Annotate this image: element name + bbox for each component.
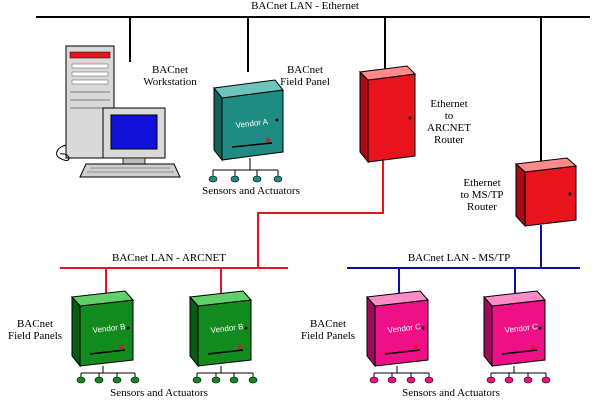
workstation-icon [56,45,181,178]
field-panels-mstp-label-line1: BACnet [309,318,347,330]
field-panels-arcnet-label: BACnet Field Panels [2,318,68,342]
field-panel-top-label-line1: BACnet [286,64,324,76]
field-panels-arcnet-label-line1: BACnet [16,318,54,330]
router-arcnet-label-line4: Router [434,134,464,146]
router-mstp-label-line1: Ethernet [463,177,501,189]
router-arcnet-icon [358,65,417,164]
vendor-a-label: Vendor A [235,117,269,130]
router-mstp-label: Ethernet to MS/TP Router [452,177,512,213]
field-panels-mstp-label-line2: Field Panels [300,330,356,342]
ethernet-lan-label: BACnet LAN - Ethernet [251,0,359,12]
workstation-label-line1: BACnet [151,64,189,76]
vendor-c-label-2: Vendor C [504,322,538,335]
router-mstp-label-line2: to MS/TP [460,189,504,201]
workstation-label: BACnet Workstation [135,64,205,88]
router-mstp-icon [514,157,578,228]
router-arcnet-label-line3: ARCNET [427,122,471,134]
router-mstp-label-line3: Router [467,201,497,213]
router-arcnet-label-line2: to [444,110,454,122]
sensors-arcnet [76,366,258,384]
field-panel-top-label-line2: Field Panel [280,76,330,88]
field-panel-top-icon [213,79,284,162]
mstp-lan-label: BACnet LAN - MS/TP [407,252,511,264]
arcnet-lan-label: BACnet LAN - ARCNET [112,252,226,264]
field-panel-mstp-1-icon [365,290,430,368]
field-panel-arcnet-1-icon [70,290,135,368]
vendor-c-label-1: Vendor C [387,322,421,335]
router-arcnet-label-line1: Ethernet [430,98,468,110]
vendor-b-label-1: Vendor B [92,322,126,335]
field-panel-arcnet-2-icon [188,290,253,368]
arcnet-lan [60,160,384,295]
sensors-top-label: Sensors and Actuators [202,185,300,197]
ethernet-lan [36,16,590,165]
workstation-label-line2: Workstation [143,76,197,88]
vendor-b-label-2: Vendor B [210,322,244,335]
field-panels-mstp-label: BACnet Field Panels [295,318,361,342]
mstp-lan [347,225,580,295]
router-arcnet-label: Ethernet to ARCNET Router [420,98,478,146]
field-panel-top-label: BACnet Field Panel [270,64,340,88]
sensors-top [208,158,283,183]
field-panel-mstp-2-icon [482,290,547,368]
sensors-arcnet-label: Sensors and Actuators [110,387,208,399]
sensors-mstp-label: Sensors and Actuators [402,387,500,399]
field-panels-arcnet-label-line2: Field Panels [7,330,63,342]
sensors-mstp [369,366,551,384]
